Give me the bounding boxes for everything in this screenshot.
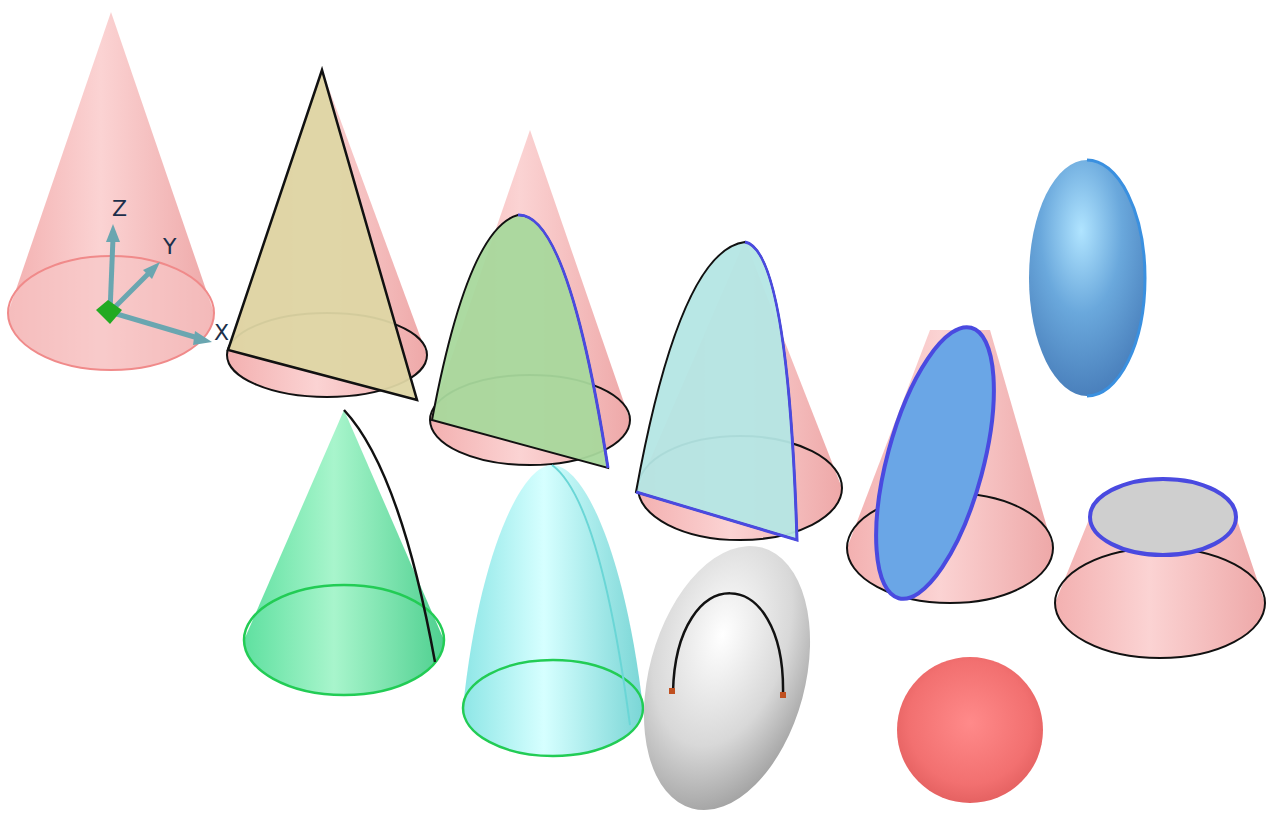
paraboloid xyxy=(463,465,643,756)
axis-label: Y xyxy=(163,236,176,258)
cone-triangle-section xyxy=(227,70,427,400)
cone xyxy=(8,12,214,370)
cone-hyperbola-section xyxy=(636,240,842,540)
gray-ellipsoid xyxy=(617,527,838,814)
cone-parabola-section xyxy=(430,130,630,468)
cone-ellipse-section xyxy=(847,315,1053,610)
axis-label: Z xyxy=(112,198,127,220)
sphere xyxy=(897,657,1043,803)
axis-label: X xyxy=(214,322,229,344)
ellipsoid xyxy=(1029,160,1145,396)
green-cone xyxy=(244,410,444,695)
cone-circle-section xyxy=(1055,479,1265,658)
